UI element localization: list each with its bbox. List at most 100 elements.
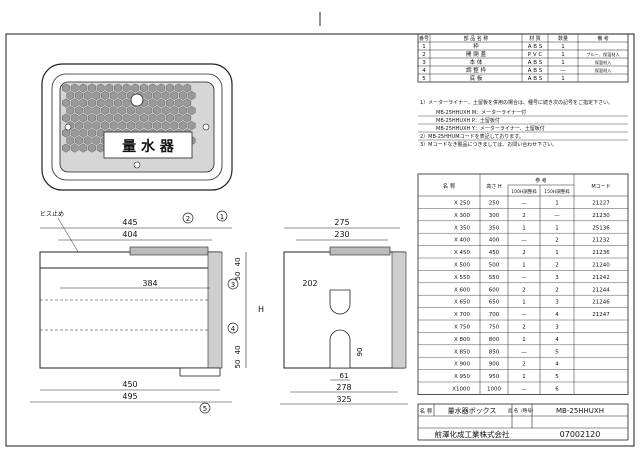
lid-hex-cell bbox=[88, 83, 96, 93]
lid-hex-cell bbox=[179, 91, 187, 100]
parts-cell: A B S bbox=[528, 76, 543, 82]
lid-hex-cell bbox=[157, 113, 166, 123]
lid-hex-cell bbox=[131, 83, 140, 93]
size-header-100: 100H調整枠 bbox=[511, 188, 537, 195]
lid-hex-cell bbox=[83, 136, 92, 145]
size-header-mcode: Mコード bbox=[591, 184, 610, 190]
parts-cell: — bbox=[560, 68, 566, 74]
dim-40-top: 40 bbox=[234, 258, 242, 267]
parts-cell: P V C bbox=[528, 52, 543, 58]
dim-90: 90 bbox=[356, 348, 364, 357]
lid-hex-cell bbox=[105, 83, 114, 93]
callout-2 bbox=[182, 212, 194, 224]
parts-header-cell: 番号 bbox=[419, 35, 429, 42]
parts-cell: A B S bbox=[528, 68, 543, 74]
size-cell: X 700 bbox=[454, 312, 471, 318]
lid-hex-cell bbox=[153, 121, 161, 130]
title-block: 名 称 量水器ボックス 品 名（略号） MB-25HHUXH 前澤化成工業株式会… bbox=[417, 403, 629, 441]
size-cell: X 400 bbox=[454, 238, 471, 244]
lid-hex-cell bbox=[161, 106, 170, 115]
lid-hex-cell bbox=[79, 128, 88, 138]
size-cell: 3 bbox=[555, 275, 559, 281]
lid-hex-cell bbox=[170, 121, 179, 130]
lid-hex-cell bbox=[140, 113, 148, 123]
side-pipe-hole-top bbox=[329, 289, 351, 315]
lid-hex-cell bbox=[83, 106, 92, 115]
lid-hex-cell bbox=[79, 98, 88, 108]
lid-hex-cell bbox=[122, 83, 131, 93]
size-cell: 21242 bbox=[592, 275, 610, 281]
size-cell: 2 bbox=[555, 263, 559, 269]
size-cell: 950 bbox=[489, 374, 500, 380]
lid-hex-cell bbox=[187, 91, 196, 100]
parts-cell: A B S bbox=[528, 44, 543, 50]
parts-cell: 1 bbox=[561, 44, 565, 50]
parts-cell: 1 bbox=[561, 76, 565, 82]
svg-text:1: 1 bbox=[220, 213, 224, 221]
side-pipe-hole-bottom bbox=[329, 329, 351, 369]
size-cell: 250 bbox=[489, 201, 500, 207]
lid-hex-cell bbox=[174, 98, 183, 108]
parts-header-cell: 部 品 名 称 bbox=[464, 35, 489, 42]
size-cell: X 650 bbox=[454, 300, 471, 306]
size-cell: 1 bbox=[522, 263, 526, 269]
side-insulation bbox=[391, 251, 407, 369]
top-view-inner-frame bbox=[51, 73, 223, 181]
lid-hex-cell bbox=[62, 128, 70, 138]
lid-hex-cell bbox=[179, 121, 187, 130]
note-line: 3）Mコードなき製品につきましては、お問い合わせ下さい。 bbox=[420, 141, 557, 148]
lid-label-plate bbox=[103, 131, 193, 159]
lid-hex-cell bbox=[166, 98, 174, 108]
size-cell: 25136 bbox=[592, 225, 610, 231]
lid-hex-cell bbox=[109, 121, 118, 130]
parts-cell: 調 整 枠 bbox=[466, 66, 486, 74]
size-cell: 2 bbox=[555, 238, 559, 244]
size-cell: 700 bbox=[489, 312, 500, 318]
callout-1 bbox=[216, 210, 228, 222]
size-cell: X 950 bbox=[454, 374, 471, 380]
lid-hex-cell bbox=[79, 143, 88, 153]
lid-hex-cell bbox=[70, 98, 79, 108]
lid-hex-cell bbox=[75, 106, 83, 115]
size-cell: 500 bbox=[489, 263, 500, 269]
front-view: 445 404 ビス止め 384 450 495 40 50 H 40 50 2… bbox=[30, 210, 264, 414]
size-cell: 2 bbox=[522, 250, 526, 256]
size-cell: 1 bbox=[522, 300, 526, 306]
size-cell: 21227 bbox=[592, 201, 610, 207]
size-cell: 3 bbox=[555, 300, 559, 306]
size-cell: 1 bbox=[522, 337, 526, 343]
size-cell: 1 bbox=[522, 225, 526, 231]
title-name-label: 名 称 bbox=[420, 407, 433, 415]
parts-cell: 本 体 bbox=[470, 58, 483, 66]
lid-hex-cell bbox=[88, 143, 96, 153]
lid-hex-cell bbox=[122, 98, 131, 108]
side-lid bbox=[329, 246, 391, 256]
dim-278: 278 bbox=[336, 383, 351, 392]
parts-cell: 枠 bbox=[473, 42, 479, 50]
size-cell: — bbox=[521, 275, 527, 281]
title-code-label: 品 名（略号） bbox=[508, 407, 536, 414]
lid-hex-cell bbox=[75, 91, 83, 100]
lid-hex-cell bbox=[161, 91, 170, 100]
size-cell: — bbox=[521, 312, 527, 318]
note-line: MB-25HHUXH P：土留板付 bbox=[436, 117, 500, 124]
size-cell: 900 bbox=[489, 362, 500, 368]
lid-hex-cell bbox=[96, 113, 105, 123]
size-cell: 21230 bbox=[592, 213, 610, 219]
parts-header-cell: 材 質 bbox=[529, 35, 541, 42]
parts-header-cell: 数量 bbox=[558, 35, 568, 42]
dim-50-bottom: 50 bbox=[234, 360, 242, 369]
callout-3 bbox=[227, 278, 239, 290]
dim-325: 325 bbox=[336, 395, 351, 404]
size-cell: 2 bbox=[522, 325, 526, 331]
lid-hex-cell bbox=[62, 113, 70, 123]
note-line: 1）メーターライナー、土留板を併用の場合は、種号に続き次の記号をご指定下さい。 bbox=[420, 99, 613, 106]
dim-450: 450 bbox=[122, 380, 137, 389]
lid-hex-cell bbox=[153, 91, 161, 100]
size-header-150: 150H調整枠 bbox=[544, 188, 570, 195]
lid-hex-cell bbox=[153, 106, 161, 115]
lid-hex-cell bbox=[179, 106, 187, 115]
lid-screw-icon bbox=[202, 123, 210, 131]
size-cell: 21247 bbox=[592, 312, 610, 318]
